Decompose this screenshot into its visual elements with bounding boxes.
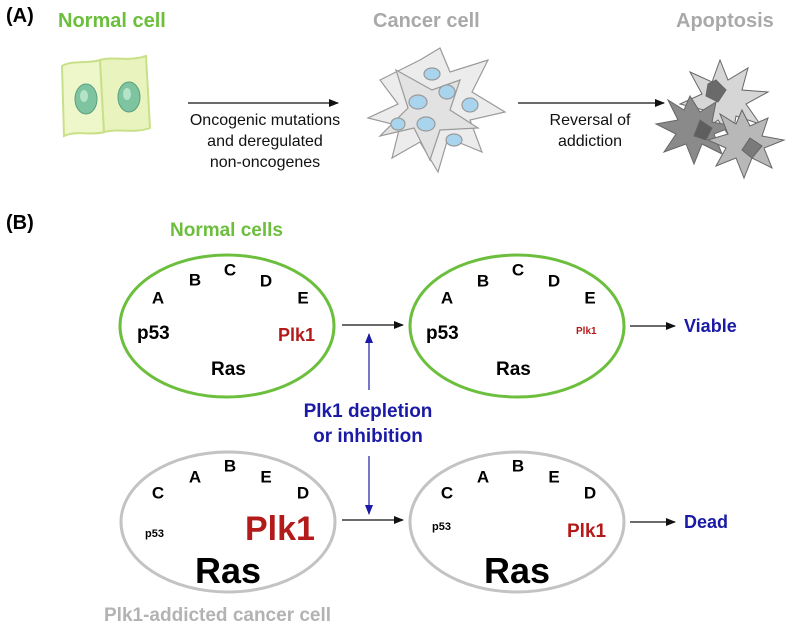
cancer-cell-before-outline <box>119 450 337 594</box>
mutations-caption-line-1: Oncogenic mutations <box>189 112 341 129</box>
apoptosis-illustration <box>654 58 786 180</box>
normal-after-p53: p53 <box>426 323 459 344</box>
cancer-before-letter-a: A <box>188 467 202 487</box>
normal-after-letter-d: D <box>547 271 561 291</box>
cancer-cell-caption: Plk1-addicted cancer cell <box>104 605 332 626</box>
cancer-after-letter-e: E <box>548 467 560 487</box>
normal-after-plk1: Plk1 <box>576 326 597 337</box>
cancer-after-p53: p53 <box>432 521 451 533</box>
cancer-before-letter-b: B <box>223 456 237 476</box>
reversal-caption: Reversal of addiction <box>535 110 645 152</box>
cancer-before-letter-d: D <box>296 483 310 503</box>
normal-before-plk1: Plk1 <box>278 325 316 345</box>
cancer-after-letter-c: C <box>440 483 454 503</box>
normal-before-letter-b: B <box>188 270 202 290</box>
normal-cells-title: Normal cells <box>170 220 283 241</box>
normal-after-letter-c: C <box>511 260 525 280</box>
cancer-after-plk1: Plk1 <box>567 521 607 542</box>
cancer-before-plk1: Plk1 <box>245 510 315 548</box>
normal-before-letter-a: A <box>151 288 165 308</box>
cancer-after-letter-a: A <box>476 467 490 487</box>
mutations-caption-line-3: non-oncogenes <box>209 154 321 171</box>
outcome-dead: Dead <box>684 512 729 532</box>
cancer-after-ras: Ras <box>484 550 551 591</box>
normal-after-ras: Ras <box>496 359 531 380</box>
cancer-after-letter-b: B <box>511 456 525 476</box>
panel-b-label: (B) <box>6 212 34 234</box>
normal-cell-before-outline <box>118 253 336 399</box>
cancer-cell-after-outline <box>408 450 626 594</box>
normal-cell-illustration <box>60 54 152 138</box>
normal-before-ras: Ras <box>211 359 246 380</box>
reversal-caption-line-1: Reversal of <box>549 112 631 129</box>
intervention-line-1: Plk1 depletion <box>303 401 433 422</box>
normal-cell-after-outline <box>408 253 626 399</box>
cancer-before-ras: Ras <box>195 550 262 591</box>
normal-before-p53: p53 <box>137 323 170 344</box>
cancer-cell-illustration <box>366 47 507 174</box>
normal-after-letter-a: A <box>440 288 454 308</box>
normal-cell-title: Normal cell <box>58 10 166 32</box>
cancer-cell-title: Cancer cell <box>373 10 480 32</box>
mutations-caption: Oncogenic mutations and deregulated non-… <box>170 110 360 173</box>
outcome-viable: Viable <box>684 316 737 336</box>
cancer-before-p53: p53 <box>145 528 164 540</box>
panel-a-label: (A) <box>6 5 34 27</box>
apoptosis-title: Apoptosis <box>676 10 774 32</box>
normal-before-letter-e: E <box>297 288 309 308</box>
normal-before-letter-d: D <box>259 271 273 291</box>
normal-before-letter-c: C <box>223 260 237 280</box>
normal-after-letter-b: B <box>476 271 490 291</box>
intervention-line-2: or inhibition <box>313 426 423 447</box>
intervention-label: Plk1 depletion or inhibition <box>278 399 458 449</box>
normal-after-letter-e: E <box>584 288 596 308</box>
cancer-before-letter-e: E <box>260 467 272 487</box>
reversal-caption-line-2: addiction <box>557 133 623 150</box>
cancer-after-letter-d: D <box>583 483 597 503</box>
cancer-before-letter-c: C <box>151 483 165 503</box>
mutations-caption-line-2: and deregulated <box>207 133 323 150</box>
